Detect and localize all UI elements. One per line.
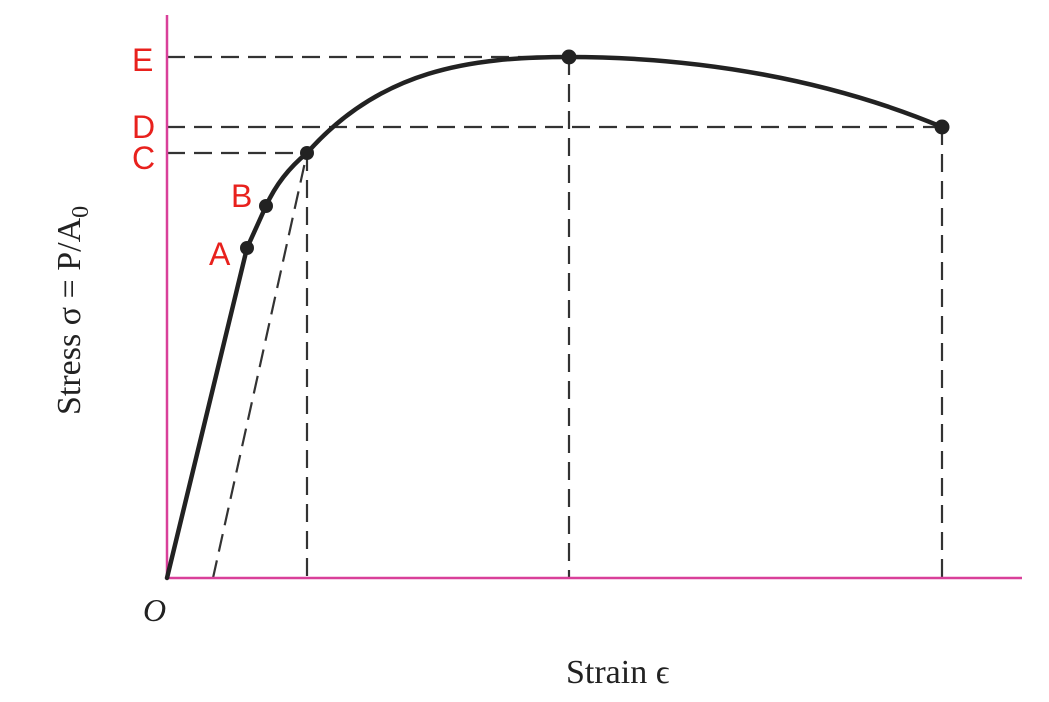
fracture-point-dot [934, 119, 950, 135]
label-d: D [132, 109, 155, 145]
y-axis-label-main: Stress σ = P/A [51, 217, 88, 415]
x-axis-label: Strain ϵ [566, 654, 670, 691]
label-b: B [231, 178, 252, 214]
point-c-dot [300, 146, 314, 160]
label-e: E [132, 42, 153, 78]
y-axis-label-subscript: 0 [68, 206, 94, 218]
label-c: C [132, 140, 155, 176]
origin-label: O [143, 592, 166, 628]
offset-line [211, 152, 309, 579]
stress-strain-curve [164, 54, 945, 581]
point-b-dot [259, 199, 273, 213]
point-a-dot [240, 241, 254, 255]
label-a: A [209, 236, 231, 272]
y-axis-label: Stress σ = P/A0 [51, 206, 94, 415]
ultimate-point-dot [561, 49, 577, 65]
guide-lines [167, 55, 944, 579]
